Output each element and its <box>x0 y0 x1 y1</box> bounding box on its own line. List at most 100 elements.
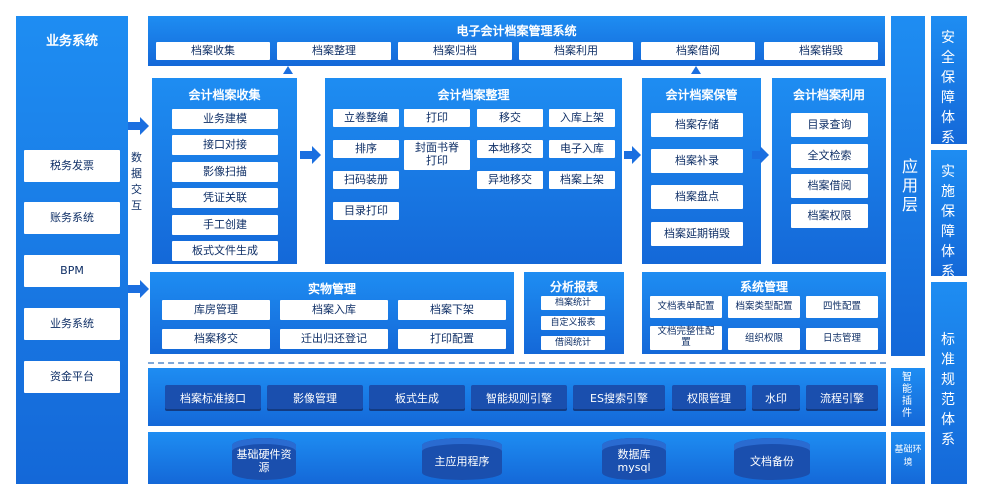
implementation-text: 实施保障体系 <box>941 164 955 280</box>
arrow-right-icon <box>760 146 769 164</box>
use-title: 会计档案利用 <box>792 88 865 102</box>
keep-item: 档案补录 <box>651 149 743 173</box>
organize-item: 排序 <box>333 140 399 158</box>
collect-item: 凭证关联 <box>172 188 278 208</box>
top-item-use: 档案利用 <box>519 42 633 60</box>
plugin-item: 板式生成 <box>369 385 465 411</box>
database-icon: 基础硬件资源 <box>232 438 296 480</box>
organize-item: 异地移交 <box>477 171 543 189</box>
sysmgmt-item: 日志管理 <box>806 328 878 350</box>
arrow-stem <box>624 151 632 159</box>
physical-title: 实物管理 <box>307 282 356 296</box>
collect-item: 业务建模 <box>172 109 278 129</box>
sysmgmt-title: 系统管理 <box>739 280 788 294</box>
plugin-item: 权限管理 <box>672 385 746 411</box>
arrow-stem <box>128 122 140 130</box>
use-item: 档案权限 <box>791 204 868 228</box>
database-icon: 主应用程序 <box>422 438 502 480</box>
sysmgmt-item: 四性配置 <box>806 296 878 318</box>
plugin-item: 影像管理 <box>267 385 363 411</box>
keep-item: 档案盘点 <box>651 185 743 209</box>
organize-item: 目录打印 <box>333 202 399 220</box>
arrow-up-icon <box>283 66 293 74</box>
keep-title: 会计档案保管 <box>665 88 738 102</box>
top-item-destroy: 档案销毁 <box>764 42 878 60</box>
physical-item: 迁出归还登记 <box>280 329 388 349</box>
business-item-bpm: BPM <box>24 255 120 287</box>
collect-item: 影像扫描 <box>172 162 278 182</box>
top-item-archive: 档案归档 <box>398 42 512 60</box>
organize-item: 封面书脊打印 <box>404 140 470 170</box>
organize-item: 打印 <box>404 109 470 127</box>
app-layer-label: 应用层 <box>891 16 925 356</box>
keep-item: 档案延期销毁 <box>651 222 743 246</box>
collect-item: 接口对接 <box>172 135 278 155</box>
archive-system-title: 电子会计档案管理系统 <box>456 24 577 38</box>
top-item-borrow: 档案借阅 <box>641 42 755 60</box>
standard-system: 标准规范体系 <box>931 282 967 484</box>
plugin-item: 流程引擎 <box>806 385 878 411</box>
sysmgmt-item: 档案类型配置 <box>728 296 800 318</box>
top-item-organize: 档案整理 <box>277 42 391 60</box>
business-system-title: 业务系统 <box>45 34 98 49</box>
database-icon: 文档备份 <box>734 438 810 480</box>
business-system-panel: 业务系统 <box>16 16 128 484</box>
business-item-tax-invoice: 税务发票 <box>24 150 120 182</box>
keep-item: 档案存储 <box>651 113 743 137</box>
use-item: 全文检索 <box>791 144 868 168</box>
collect-item: 手工创建 <box>172 215 278 235</box>
sysmgmt-item: 文档完整性配置 <box>650 326 722 350</box>
organize-item: 移交 <box>477 109 543 127</box>
report-item: 自定义报表 <box>541 316 605 330</box>
plugin-item: 档案标准接口 <box>165 385 261 411</box>
business-item-funds: 资金平台 <box>24 361 120 393</box>
organize-item: 立卷整编 <box>333 109 399 127</box>
business-item-business: 业务系统 <box>24 308 120 340</box>
physical-item: 档案入库 <box>280 300 388 320</box>
plugin-item: ES搜索引擎 <box>573 385 665 411</box>
arrow-right-icon <box>140 280 149 298</box>
arrow-stem <box>128 285 140 293</box>
plugin-layer-text: 智能插件 <box>902 372 912 419</box>
use-panel: 会计档案利用 <box>772 78 886 264</box>
organize-item: 入库上架 <box>549 109 615 127</box>
use-item: 档案借阅 <box>791 174 868 198</box>
env-layer-label: 基础环境 <box>891 432 925 484</box>
top-item-collect: 档案收集 <box>156 42 270 60</box>
arrow-right-icon <box>140 117 149 135</box>
security-system: 安全保障体系 <box>931 16 967 146</box>
arrow-right-icon <box>632 146 641 164</box>
use-item: 目录查询 <box>791 113 868 137</box>
report-title: 分析报表 <box>549 280 598 294</box>
app-layer-text: 应用层 <box>899 157 918 215</box>
arrow-up-icon <box>691 66 701 74</box>
arrow-stem <box>300 151 312 159</box>
data-exchange-label: 数据交互 <box>131 151 142 212</box>
collect-item: 板式文件生成 <box>172 241 278 261</box>
sysmgmt-item: 组织权限 <box>728 328 800 350</box>
sysmgmt-item: 文档表单配置 <box>650 296 722 318</box>
report-item: 档案统计 <box>541 296 605 310</box>
organize-item: 扫码装册 <box>333 171 399 189</box>
collect-title: 会计档案收集 <box>188 88 261 102</box>
arrow-stem <box>752 151 760 159</box>
physical-item: 档案移交 <box>162 329 270 349</box>
physical-item: 档案下架 <box>398 300 506 320</box>
plugin-layer-label: 智能插件 <box>891 368 925 426</box>
organize-item: 电子入库 <box>549 140 615 158</box>
business-item-accounting: 账务系统 <box>24 202 120 234</box>
archive-system-bar: 电子会计档案管理系统 <box>148 16 885 66</box>
physical-item: 打印配置 <box>398 329 506 349</box>
database-icon: 数据库mysql <box>602 438 666 480</box>
organize-title: 会计档案整理 <box>437 88 510 102</box>
report-item: 借阅统计 <box>541 336 605 350</box>
security-text: 安全保障体系 <box>941 30 955 146</box>
plugin-item: 水印 <box>752 385 800 411</box>
plugin-item: 智能规则引擎 <box>471 385 567 411</box>
env-layer-text: 基础环境 <box>894 445 922 468</box>
organize-item: 档案上架 <box>549 171 615 189</box>
arrow-right-icon <box>312 146 321 164</box>
physical-item: 库房管理 <box>162 300 270 320</box>
standard-text: 标准规范体系 <box>941 332 955 448</box>
organize-item: 本地移交 <box>477 140 543 158</box>
